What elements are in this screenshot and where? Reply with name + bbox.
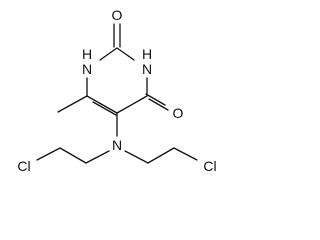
left-chloroethyl-chain xyxy=(36,147,110,164)
nh-left-n: N xyxy=(82,61,92,77)
carbonyl-top xyxy=(113,23,121,48)
bond-c2-n1 xyxy=(99,47,118,61)
bond-ch2-ch2-left xyxy=(59,147,87,164)
bond-ch2-cl-left xyxy=(36,147,61,161)
oxygen-top-label: O xyxy=(112,7,123,23)
bond-c2-n3 xyxy=(116,47,135,61)
chemical-structure-diagram: O H N N H O N Cl Cl xyxy=(17,7,216,174)
bond-c5-c4 xyxy=(116,95,148,114)
bond-c6-c5 xyxy=(86,95,118,114)
nh-right-label: N H xyxy=(142,46,152,77)
oxygen-right-label: O xyxy=(173,105,184,121)
bond-c4-o-a xyxy=(145,93,166,106)
nh-right-n: N xyxy=(142,61,152,77)
pyrimidine-ring xyxy=(86,47,148,116)
nh-left-label: H N xyxy=(82,46,92,77)
nitrogen-amine-label: N xyxy=(112,137,122,153)
chlorine-left-label: Cl xyxy=(17,158,30,174)
bond-c4-o-b xyxy=(148,98,169,111)
right-chloroethyl-chain xyxy=(124,147,198,164)
bond-n-ch2-right xyxy=(124,150,149,164)
methyl-bond xyxy=(57,95,88,113)
nh-left-h: H xyxy=(82,46,92,62)
bond-ch2-ch2-right xyxy=(147,147,175,164)
nh-right-h: H xyxy=(142,46,152,62)
bond-c6-c5-inner xyxy=(92,101,117,116)
carbonyl-right xyxy=(145,93,169,111)
chlorine-right-label: Cl xyxy=(203,158,216,174)
bond-ch2-cl-right xyxy=(173,147,198,161)
bond-n-ch2-left xyxy=(85,150,110,164)
